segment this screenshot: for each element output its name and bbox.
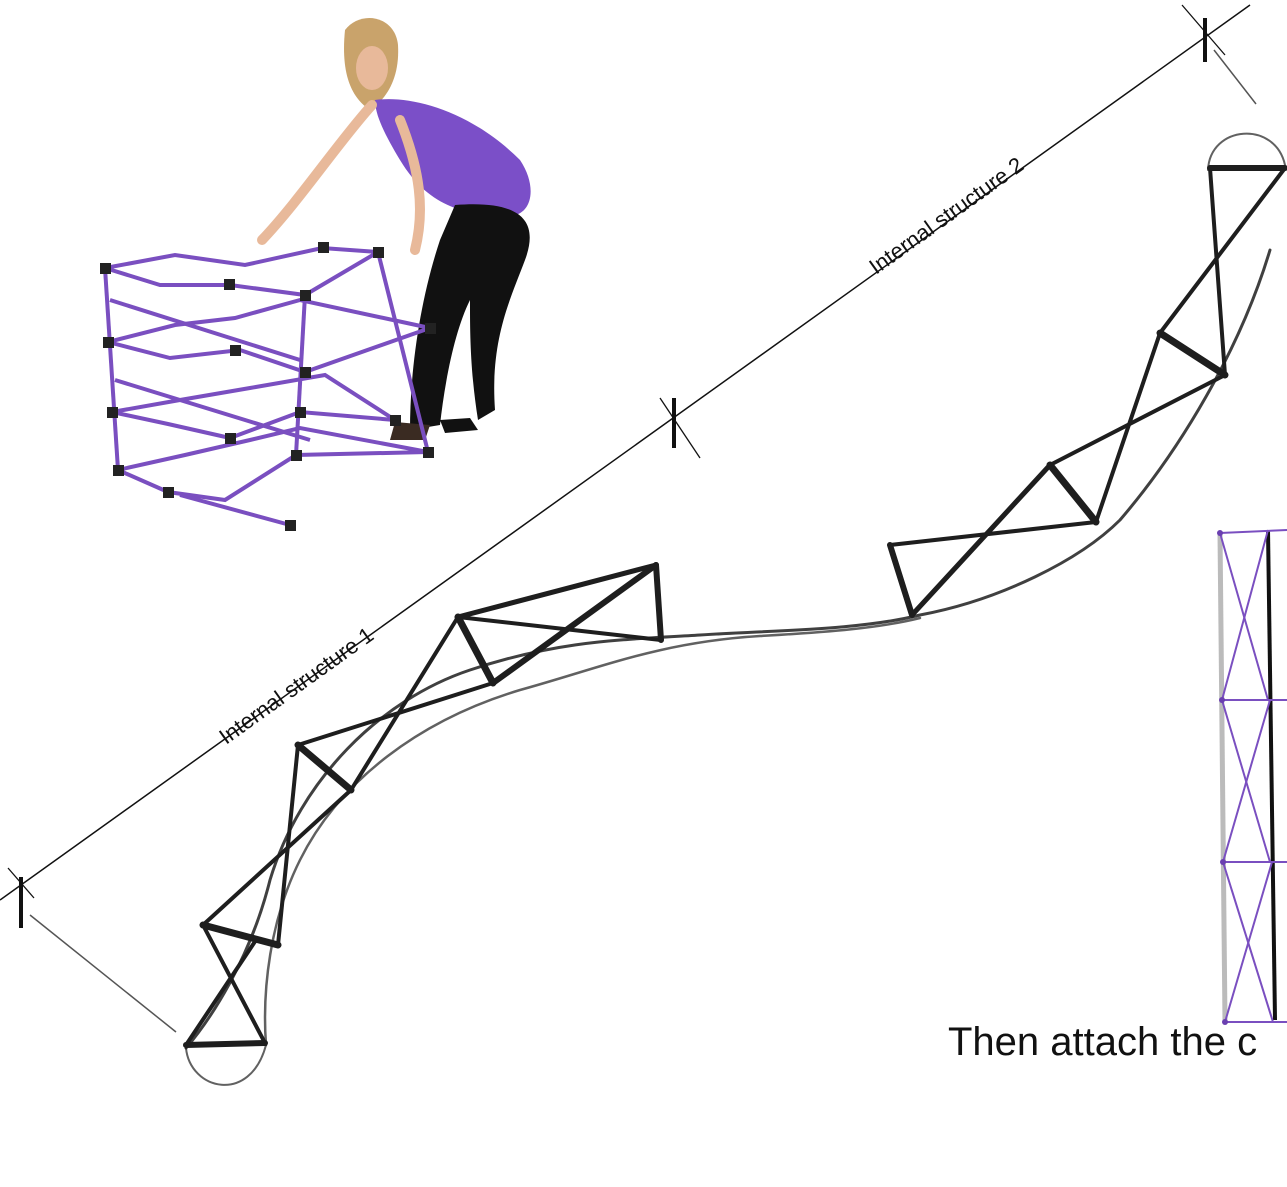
dimension-line	[0, 4, 1257, 1033]
label-internal-structure-1: Internal structure 1	[214, 622, 378, 749]
label-internal-structure-2: Internal structure 2	[864, 152, 1028, 279]
dimension-tick-middle	[659, 397, 701, 459]
upright-frame-panel-icon	[1217, 529, 1287, 1025]
instruction-caption: Then attach the c	[948, 1020, 1258, 1064]
dimension-tick-end	[1181, 4, 1226, 62]
folded-popup-frame-icon	[100, 242, 436, 531]
dimension-tick-start	[7, 867, 35, 928]
person-assembling-frame-icon	[257, 18, 531, 440]
curved-truss-sketch	[183, 132, 1287, 1086]
